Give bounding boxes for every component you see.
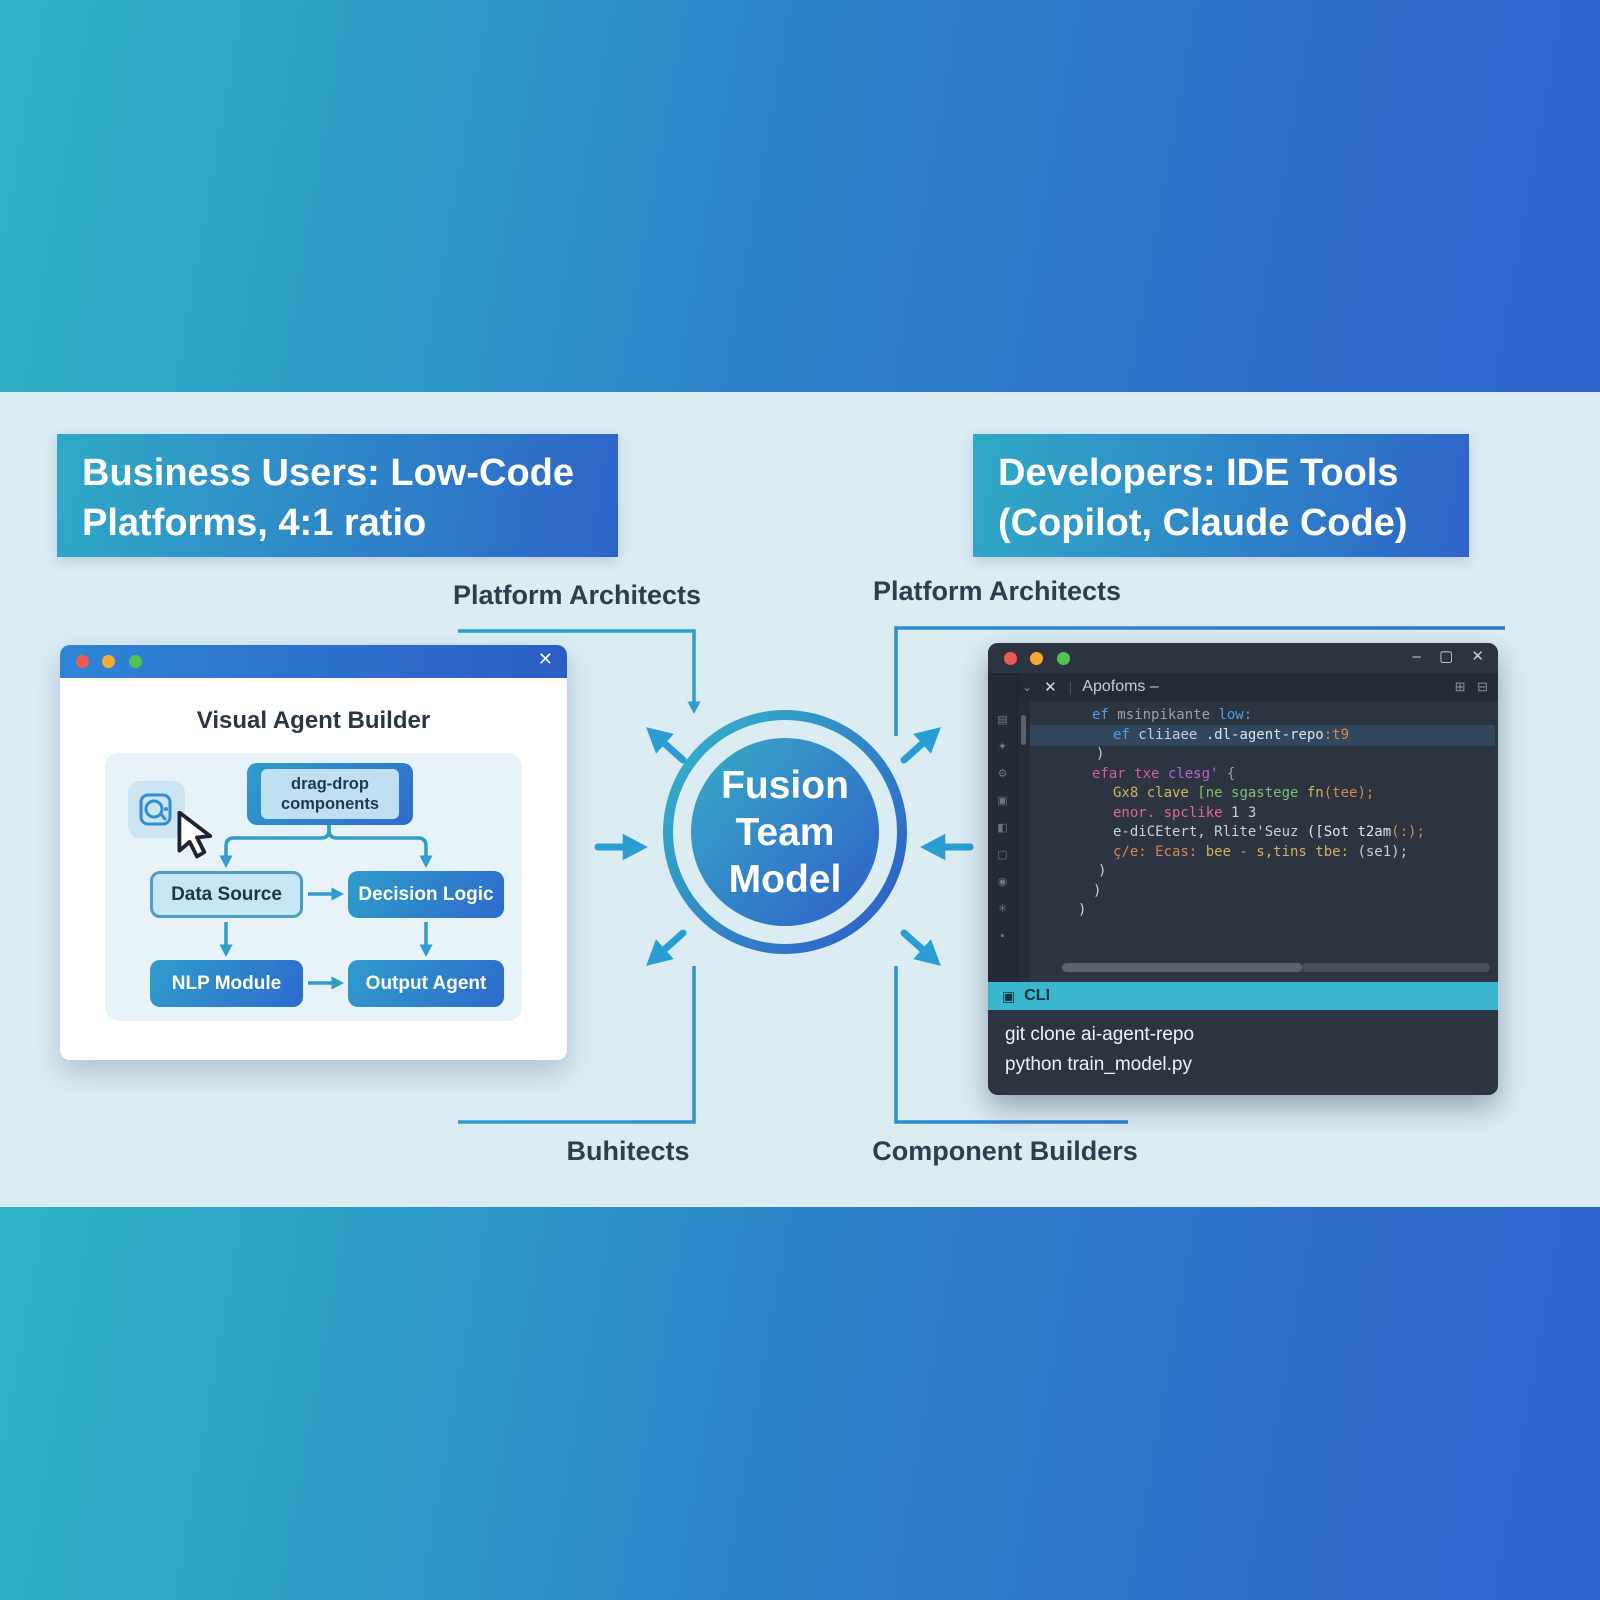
panel-toggle-icon[interactable]: ⊟ [1477,679,1488,694]
cli-line-1: git clone ai-agent-repo [1005,1024,1195,1045]
activity-bar: ▤ ✦ ⚙ ▣ ◧ ▢ ◉ ✳ ▪ [988,673,1018,982]
close-icon[interactable]: ✕ [1471,648,1484,665]
builder-canvas-panel[interactable]: drag-drop components [105,753,522,1021]
debug-icon[interactable]: ◉ [997,876,1008,888]
code-line: ef msinpikante low: [1092,707,1253,723]
fusion-arrows [594,727,974,966]
plugin-icon[interactable]: ✳ [997,903,1008,915]
label-buhitects: Buhitects [566,1136,690,1166]
extensions-icon[interactable]: ▣ [997,795,1008,807]
chevron-down-icon[interactable]: ⌄ [1022,680,1033,694]
files-icon[interactable]: ▤ [997,714,1008,726]
more-icon[interactable]: ▪ [1000,930,1005,942]
cli-line-2: python train_model.py [1005,1054,1192,1075]
scrollbar-thumb[interactable] [1062,963,1302,972]
ide-window: – ▢ ✕ ▤ ✦ ⚙ ▣ ◧ ▢ ◉ ✳ ▪ ⌄ ✕ | Apofoms – ⊞ ⊟ [988,643,1498,1095]
header-business-users: Business Users: Low-Code Platforms, 4:1 … [57,434,618,557]
code-line: Gx8 clave [ne sgastege fn(tee); [1113,785,1375,801]
code-line: ç/e: Ecas: bee - s,tins tbe: (se1); [1113,843,1409,860]
flow-box-output-agent[interactable]: Output Agent [348,960,504,1007]
label-platform-architects-right: Platform Architects [872,576,1122,606]
close-dot-icon[interactable] [1004,652,1017,665]
code-lines: ef msinpikante low: ef cliiaee .dl-agent-… [1018,701,1498,982]
close-dot-icon[interactable] [76,655,89,668]
ide-titlebar: – ▢ ✕ [988,643,1498,673]
builder-window: ✕ Visual Agent Builder drag-drop compone… [60,645,567,1060]
ide-traffic-lights [1004,652,1079,670]
bottom-gradient-band [0,1207,1600,1600]
settings-icon[interactable]: ⚙ [997,768,1008,780]
scrollbar-thumb-secondary[interactable] [1301,963,1490,972]
split-panel-icon[interactable]: ◧ [997,822,1008,834]
code-line: ef cliiaee .dl-agent-repo:t9 [1113,726,1350,743]
flow-box-decision-logic[interactable]: Decision Logic [348,871,504,918]
tab-close-icon[interactable]: ✕ [1044,679,1057,696]
highlighted-code-line [1030,725,1495,746]
zoom-dot-icon[interactable] [128,655,142,668]
drag-drop-components-label: drag-drop components [261,769,399,819]
badge-line-1: drag-drop [291,775,369,793]
code-line: efar txe clesg' { [1092,765,1236,782]
label-component-builders: Component Builders [872,1136,1138,1166]
tab-title[interactable]: Apofoms – [1082,678,1159,695]
code-line: e-diCEtert, Rlite'Seuz ([Sot t2am(:); [1113,824,1425,840]
cli-label: CLI [1024,987,1051,1004]
label-platform-architects-left: Platform Architects [452,580,702,610]
ide-window-controls: – ▢ ✕ [1399,647,1484,665]
box-icon[interactable]: ▢ [997,849,1008,861]
flow-box-data-source[interactable]: Data Source [150,871,303,918]
header-developers: Developers: IDE Tools (Copilot, Claude C… [973,434,1469,557]
zoom-dot-icon[interactable] [1056,652,1070,665]
flow-box-nlp-module[interactable]: NLP Module [150,960,303,1007]
builder-close-icon[interactable]: ✕ [537,649,553,669]
badge-line-2: components [280,795,380,813]
fusion-outer-ring [663,710,907,954]
minimize-dot-icon[interactable] [1030,652,1044,665]
minimize-dot-icon[interactable] [102,655,116,668]
component-tile[interactable] [128,781,185,838]
terminal-icon: ▣ [1002,987,1016,1004]
fusion-inner-circle [691,738,879,926]
code-line: enor. spclike 1 3 [1113,804,1257,821]
tab-right-icons: ⊞ ⊟ [1447,679,1488,695]
code-editor[interactable]: ef msinpikante low: ef cliiaee .dl-agent-… [1018,701,1498,982]
fusion-team-model-label: Fusion Team Model [685,762,885,903]
ide-main-area: ▤✦⚙▣◧▢◉✳▪ ⌄ ✕ | Apofoms – ⊞ ⊟ ef msin [988,673,1498,982]
builder-title: Visual Agent Builder [196,707,431,734]
code-line: ) [1093,882,1102,899]
code-line: ) [1078,902,1087,918]
drag-drop-components-badge[interactable]: drag-drop components [247,763,413,825]
cli-output: git clone ai-agent-repo python train_mod… [988,1010,1498,1095]
component-search-icon [139,793,171,825]
horizontal-scrollbar [1062,963,1490,972]
fusion-line-1: Fusion [721,764,849,807]
role-connector-lines [458,626,1505,1124]
builder-titlebar: ✕ [60,645,567,678]
tab-separator: | [1068,679,1073,695]
search-icon[interactable]: ✦ [997,741,1008,753]
split-editor-icon[interactable]: ⊞ [1454,679,1466,694]
cursor-icon [177,811,213,859]
fusion-line-3: Model [728,858,842,901]
gutter-scrollbar-thumb[interactable] [1021,715,1026,745]
cli-header-bar: ▣ CLI [988,982,1498,1010]
editor-gutter [1018,701,1030,982]
code-line: ) [1096,746,1105,762]
fusion-line-2: Team [735,811,835,854]
editor-column: ⌄ ✕ | Apofoms – ⊞ ⊟ ef msinpikante low:e… [1018,673,1498,982]
maximize-icon[interactable]: ▢ [1439,648,1454,665]
tab-bar: ⌄ ✕ | Apofoms – ⊞ ⊟ [1018,673,1498,701]
minimize-icon[interactable]: – [1412,648,1421,665]
top-gradient-band [0,0,1600,392]
code-line: ) [1098,863,1107,879]
builder-traffic-lights [76,655,151,673]
builder-flow-connectors [219,825,433,990]
